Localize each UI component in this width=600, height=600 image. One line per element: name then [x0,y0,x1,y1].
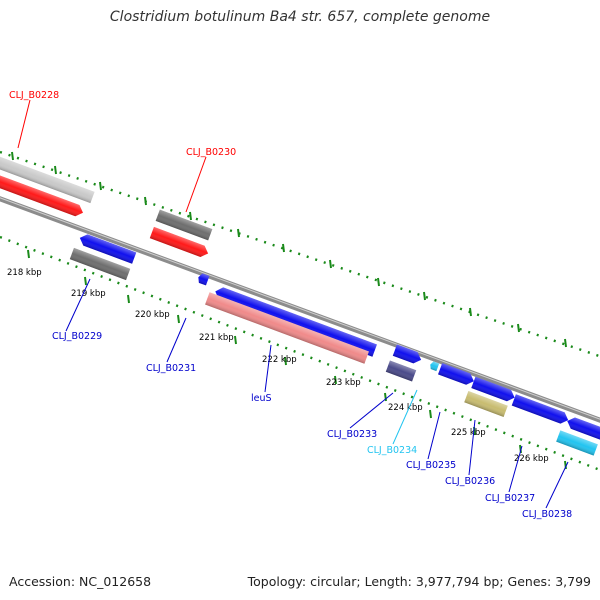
inner-ring-tick [27,249,30,259]
genome-backbone-highlight [0,197,600,420]
gene-label-leader [349,392,394,429]
gene-label-leader [427,411,441,460]
gene-label-leader [166,317,187,363]
inner-dotted-ring [0,235,600,472]
gene-label-leader [65,278,91,332]
gene-label-leader [392,389,418,445]
tick-label-kbp: 226 kbp [514,454,549,464]
gene-label: CLJ_B0233 [327,429,377,440]
feature-clj-b0234 [430,361,440,372]
tick-label-kbp: 218 kbp [7,268,42,278]
genome-backbone [0,196,600,423]
feature-gray-dark-2 [69,247,131,281]
tick-label-kbp: 225 kbp [451,428,486,438]
gene-label: CLJ_B0237 [485,493,535,504]
feature-clj-b0237 [511,394,569,424]
outer-ring-tick [189,211,192,221]
gene-label: CLJ_B0231 [146,363,196,374]
gene-label-leader [508,445,523,493]
feature-leus-gene [215,287,377,357]
feature-gray-light [0,152,95,204]
gene-label: leuS [251,393,272,404]
outer-ring-tick [11,151,14,161]
inner-ring-tick [177,314,180,324]
outer-ring-tick [237,228,240,238]
inner-ring-tick [127,294,130,304]
outer-dotted-ring [0,150,600,358]
feature-clj-b0238 [567,417,600,441]
outer-ring-tick [144,196,147,206]
tick-label-kbp: 219 kbp [71,289,106,299]
tick-label-kbp: 224 kbp [388,403,423,413]
feature-clj-b0236 [471,376,515,402]
outer-ring-tick [377,277,380,287]
gene-label-leader [185,156,207,213]
inner-ring-tick [284,356,287,366]
outer-ring-tick [329,259,332,269]
feature-clj-b0233-box [385,360,417,382]
outer-ring-tick [99,181,102,191]
gene-label: CLJ_B0238 [522,509,572,520]
gene-label-leader [545,461,569,509]
map-title: Clostridium botulinum Ba4 str. 657, comp… [109,9,491,25]
gene-label: CLJ_B0236 [445,476,495,487]
inner-ring-tick [234,335,237,345]
feature-clj-b0230 [149,226,209,257]
inner-ring-tick [84,276,87,286]
feature-clj-b0236-box [464,391,508,417]
gene-label: CLJ_B0230 [186,147,236,158]
feature-clj-b0233 [392,344,422,364]
gene-label: CLJ_B0229 [52,331,102,342]
gene-label-leader [264,344,272,393]
gene-label-leader [17,99,31,149]
feature-clj-b0235 [438,363,474,385]
gene-label-leader [468,419,476,476]
topology-text: Topology: circular; Length: 3,977,794 bp… [247,574,591,589]
outer-ring-tick [564,338,567,348]
inner-ring-tick [384,392,387,402]
outer-ring-tick [423,291,426,301]
outer-ring-tick [282,243,285,253]
feature-clj-b0231 [198,273,210,286]
outer-ring-tick [469,307,472,317]
gene-label: CLJ_B0235 [406,460,456,471]
tick-label-kbp: 223 kbp [326,378,361,388]
gene-label: CLJ_B0234 [367,445,417,456]
feature-clj-b0238-box [556,430,598,456]
tick-label-kbp: 221 kbp [199,333,234,343]
outer-ring-tick [517,323,520,333]
outer-ring-tick [54,165,57,175]
inner-ring-tick [334,375,337,385]
feature-leus-salmon [205,292,369,364]
feature-clj-b0228 [0,173,83,217]
accession-text: Accession: NC_012658 [9,574,152,589]
feature-clj-b0229 [79,234,137,264]
gene-label: CLJ_B0228 [9,90,59,101]
feature-gray-dark-1 [155,209,213,241]
tick-label-kbp: 220 kbp [135,310,170,320]
tick-label-kbp: 222 kbp [262,355,297,365]
inner-ring-tick [429,409,432,419]
